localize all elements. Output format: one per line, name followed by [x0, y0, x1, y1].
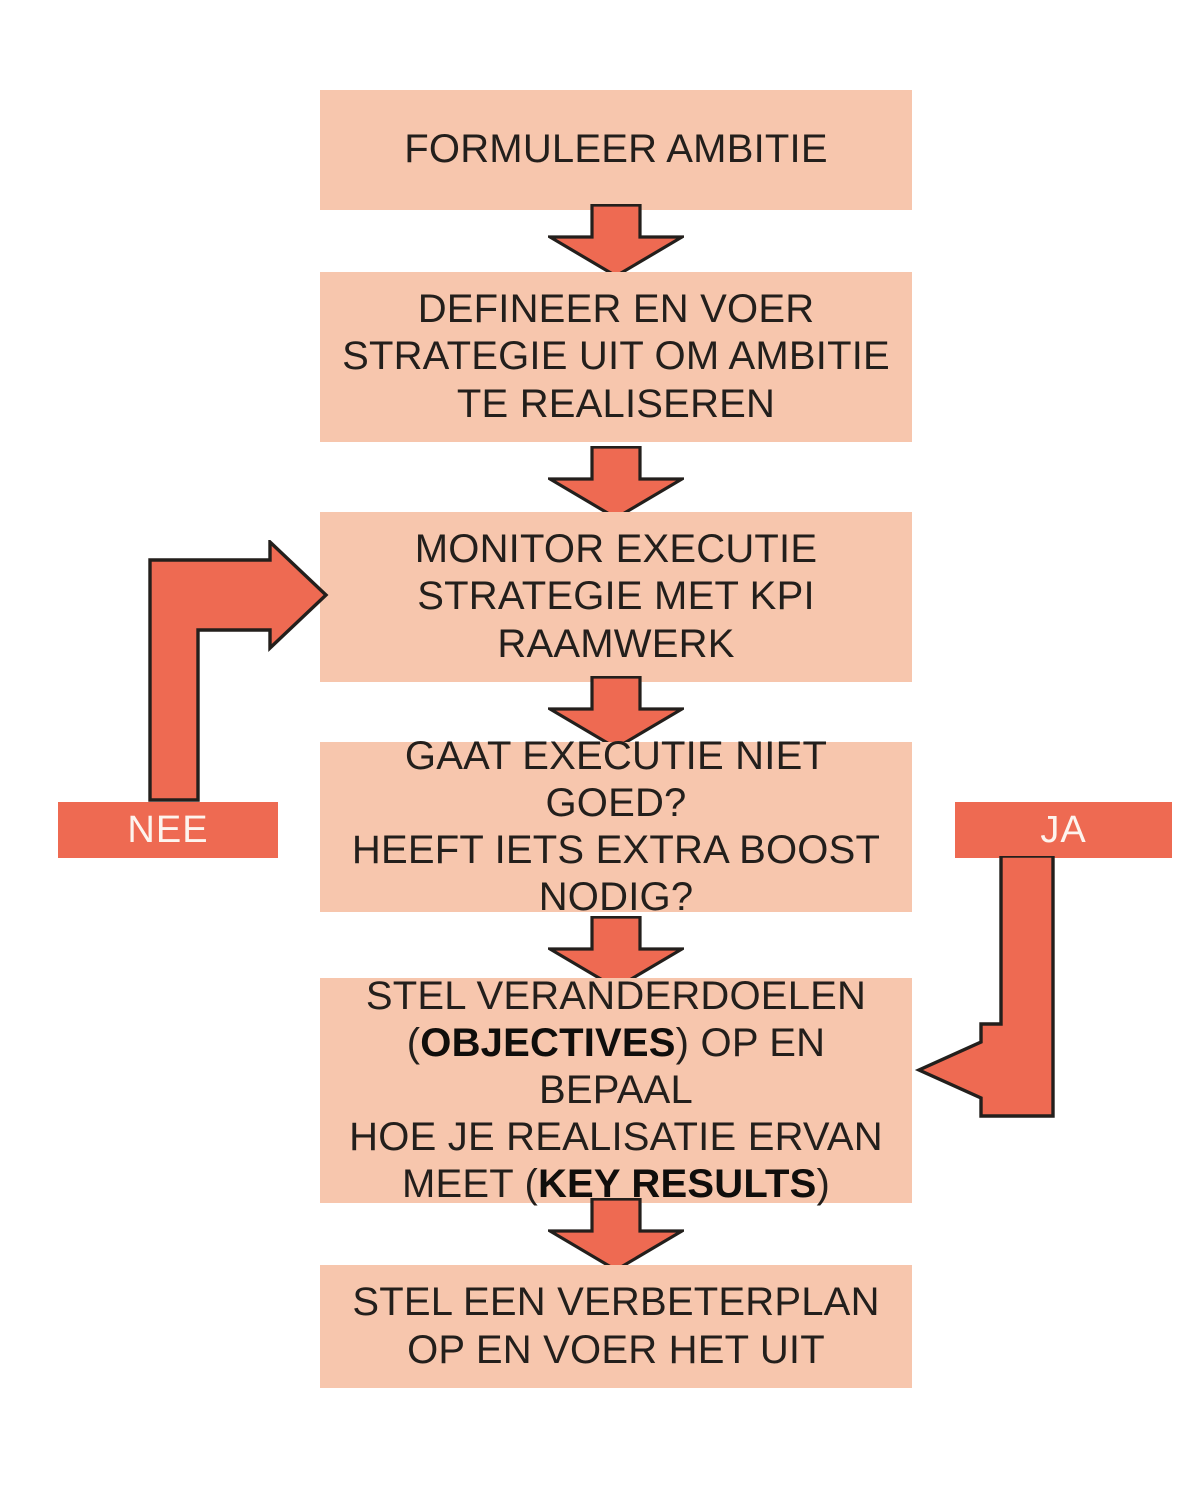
- flow-node-monitor-executie[interactable]: MONITOR EXECUTIE STRATEGIE MET KPI RAAMW…: [320, 512, 912, 682]
- flow-node-verbeterplan[interactable]: STEL EEN VERBETERPLAN OP EN VOER HET UIT: [320, 1265, 912, 1388]
- flow-node-beslissing-executie[interactable]: GAAT EXECUTIE NIET GOED? HEEFT IETS EXTR…: [320, 734, 912, 919]
- arrow-elbow-nee-icon: [140, 540, 330, 802]
- flow-node-formuleer-ambitie[interactable]: FORMULEER AMBITIE: [320, 90, 912, 210]
- arrow-elbow-ja-icon: [905, 856, 1095, 1118]
- flow-node-label: MONITOR EXECUTIE STRATEGIE MET KPI RAAMW…: [414, 527, 818, 666]
- flow-node-label: FORMULEER AMBITIE: [404, 127, 828, 172]
- branch-label-ja-text: JA: [1040, 809, 1087, 851]
- flow-node-label: STEL VERANDERDOELEN(OBJECTIVES) OP EN BE…: [349, 973, 883, 1207]
- flow-node-label: GAAT EXECUTIE NIET GOED? HEEFT IETS EXTR…: [351, 733, 881, 920]
- flow-node-stel-veranderdoelen[interactable]: STEL VERANDERDOELEN(OBJECTIVES) OP EN BE…: [320, 974, 912, 1206]
- arrow-down-icon: [548, 1198, 684, 1272]
- branch-label-nee-text: NEE: [127, 809, 209, 851]
- arrow-down-icon: [548, 446, 684, 520]
- flow-node-label: STEL EEN VERBETERPLAN OP EN VOER HET UIT: [352, 1280, 880, 1372]
- flow-node-definieer-strategie[interactable]: DEFINEER EN VOER STRATEGIE UIT OM AMBITI…: [320, 272, 912, 442]
- arrow-down-icon: [548, 204, 684, 278]
- flow-node-label: DEFINEER EN VOER STRATEGIE UIT OM AMBITI…: [342, 287, 890, 426]
- branch-label-ja[interactable]: JA: [955, 802, 1172, 858]
- arrow-down-icon: [548, 676, 684, 750]
- branch-label-nee[interactable]: NEE: [58, 802, 278, 858]
- arrow-down-icon: [548, 916, 684, 990]
